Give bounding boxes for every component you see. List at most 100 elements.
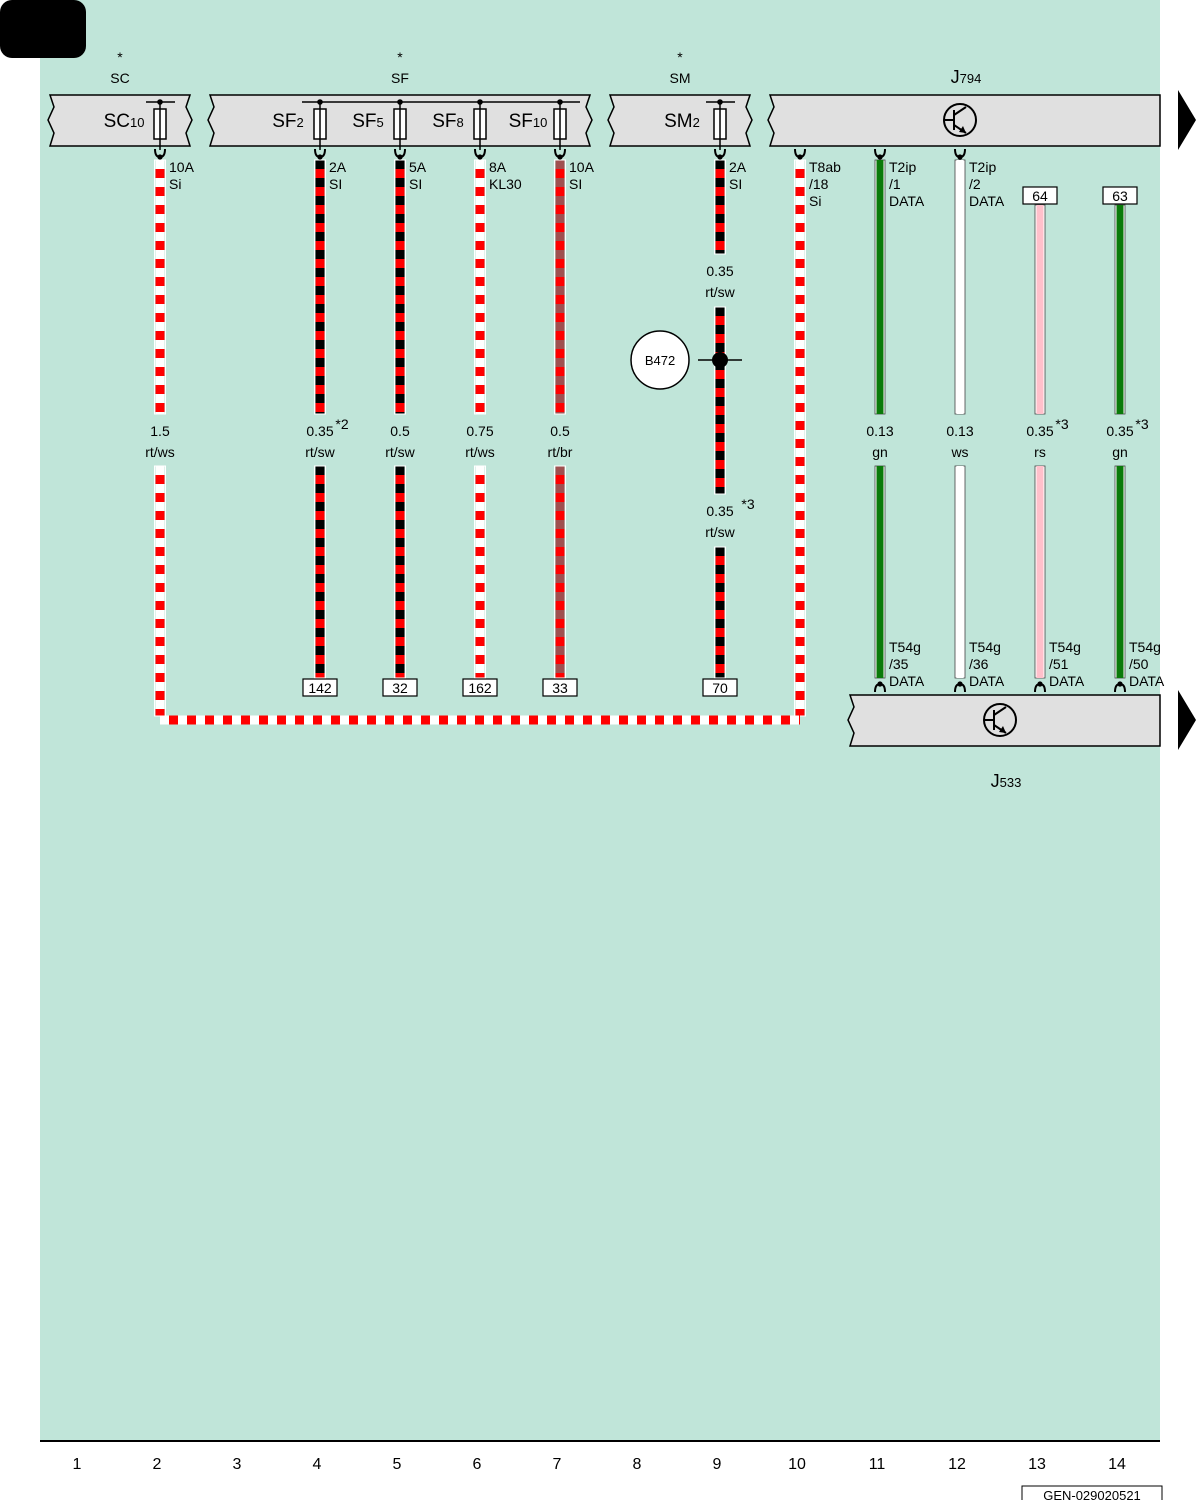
wire-w14-ref: 63: [1102, 186, 1138, 205]
wire-w2-lower: [154, 465, 166, 717]
group-star-sm: *: [677, 49, 683, 65]
group-label-sf: SF: [391, 70, 409, 86]
wire-w5-ref: 32: [382, 678, 418, 697]
wire-w11-size: 0.13: [866, 423, 893, 439]
wire-w10-top-label-line-2: /18: [809, 176, 829, 192]
wire-w6-ref-text: 162: [468, 680, 492, 696]
fuse-symbol-sm2: [713, 99, 727, 150]
wire-w2-size: 1.5: [150, 423, 170, 439]
wire-w2-upper: [154, 159, 166, 415]
wire-w9-lower-note: *3: [741, 496, 754, 512]
wire-w12-lower: [954, 465, 966, 679]
wire-w10-top-label-line-3: Si: [809, 193, 821, 209]
wire-w6-top-label-line-2: KL30: [489, 176, 522, 192]
fuse-symbol-sf2: [313, 99, 327, 150]
fuse-label-sc10: SC10: [104, 111, 145, 132]
column-number-8: 8: [633, 1456, 642, 1473]
wire-w2-top-label-line-1: 10A: [169, 159, 195, 175]
wire-w6-color: rt/ws: [465, 444, 495, 460]
column-number-4: 4: [313, 1456, 322, 1473]
column-number-11: 11: [869, 1456, 886, 1473]
wire-w13-ref: 64: [1022, 186, 1058, 205]
j533-label: J533: [991, 771, 1022, 791]
wire-w5-color: rt/sw: [385, 444, 415, 460]
column-number-6: 6: [473, 1456, 482, 1473]
column-number-9: 9: [713, 1456, 722, 1473]
splice-b472: B472: [630, 330, 742, 390]
fuse-symbol-sf8: [473, 99, 487, 150]
column-number-10: 10: [788, 1456, 806, 1473]
wire-labels: 10ASi1.5rt/ws2ASI0.35rt/sw*21425ASI0.5rt…: [145, 159, 1165, 697]
wire-w7-ref: 33: [542, 678, 578, 697]
wire-w7-top-label-line-2: SI: [569, 176, 582, 192]
control-unit-j794: [767, 94, 1161, 147]
wire-w11-top-label-line-2: /1: [889, 176, 901, 192]
column-number-13: 13: [1028, 1456, 1046, 1473]
fuse-label-sf8: SF8: [432, 111, 464, 132]
fuse-label-sf2: SF2: [272, 111, 304, 132]
wire-w13-bottom-label-line-2: /51: [1049, 656, 1069, 672]
wire-w13-note: *3: [1055, 416, 1068, 432]
wire-w9-top-label-line-2: SI: [729, 176, 742, 192]
wire-w11-lower: [874, 465, 886, 679]
wire-w12-color: ws: [950, 444, 968, 460]
doc-code-box: [1021, 1485, 1163, 1500]
wire-w4-upper: [314, 159, 326, 415]
wire-w14-lower: [1114, 465, 1126, 679]
wire-w11-bottom-label-line-3: DATA: [889, 673, 925, 689]
wire-w4-note: *2: [335, 416, 348, 432]
wire-w9-upper-size: 0.35: [706, 263, 733, 279]
column-number-1: 1: [73, 1456, 82, 1473]
wire-w7-top-label-line-1: 10A: [569, 159, 595, 175]
wire-w7-color: rt/br: [548, 444, 573, 460]
wire-w6-top-label-line-1: 8A: [489, 159, 507, 175]
wire-w7-size: 0.5: [550, 423, 570, 439]
wire-w13-bottom-label-line-3: DATA: [1049, 673, 1085, 689]
wire-w4-top-label-line-1: 2A: [329, 159, 347, 175]
splice-label-b472: B472: [645, 353, 675, 368]
wire-w9-ref-text: 70: [712, 680, 728, 696]
wire-w9-lower-color: rt/sw: [705, 524, 735, 540]
wire-w9-middle: [714, 306, 726, 495]
fuse-symbol-sc10: [153, 99, 167, 150]
wire-w4-color: rt/sw: [305, 444, 335, 460]
fuse-label-sm2: SM2: [664, 111, 700, 132]
control-unit-j533: [847, 694, 1161, 747]
group-star-sc: *: [117, 49, 123, 65]
column-number-12: 12: [948, 1456, 966, 1473]
fuse-label-sf10: SF10: [509, 111, 548, 132]
continue-arrow-right-top: [1178, 90, 1196, 150]
wire-w10-top-label-line-1: T8ab: [809, 159, 841, 175]
wire-w13-ref-text: 64: [1032, 188, 1048, 204]
wire-w11-top-label-line-3: DATA: [889, 193, 925, 209]
group-star-sf: *: [397, 49, 403, 65]
wire-w12-size: 0.13: [946, 423, 973, 439]
wire-w7-upper: [554, 159, 566, 415]
wire-w4-ref: 142: [302, 678, 338, 697]
wire-w6-size: 0.75: [466, 423, 493, 439]
wire-w7-ref-text: 33: [552, 680, 568, 696]
group-label-sc: SC: [110, 70, 129, 86]
group-label-sm: SM: [670, 70, 691, 86]
wire-w14-bottom-label-line-3: DATA: [1129, 673, 1165, 689]
wire-w11-upper: [874, 159, 886, 415]
wire-w12-bottom-label-line-1: T54g: [969, 639, 1001, 655]
wire-w2-color: rt/ws: [145, 444, 175, 460]
wire-w14-size: 0.35: [1106, 423, 1133, 439]
column-number-14: 14: [1108, 1456, 1126, 1473]
j794-label: J794: [951, 67, 982, 87]
transistor-icon-j794: [943, 103, 977, 137]
wire-w13-color: rs: [1034, 444, 1046, 460]
wire-w11-top-label-line-1: T2ip: [889, 159, 916, 175]
wire-w14-bottom-label-line-1: T54g: [1129, 639, 1161, 655]
wire-w9-upper-color: rt/sw: [705, 284, 735, 300]
wire-w14-color: gn: [1112, 444, 1128, 460]
fuse-symbol-sf10: [553, 99, 567, 150]
wire-w5-ref-text: 32: [392, 680, 408, 696]
wire-w4-top-label-line-2: SI: [329, 176, 342, 192]
wire-w12-upper: [954, 159, 966, 415]
wire-w7-lower: [554, 465, 566, 679]
wire-w10: [794, 159, 806, 717]
